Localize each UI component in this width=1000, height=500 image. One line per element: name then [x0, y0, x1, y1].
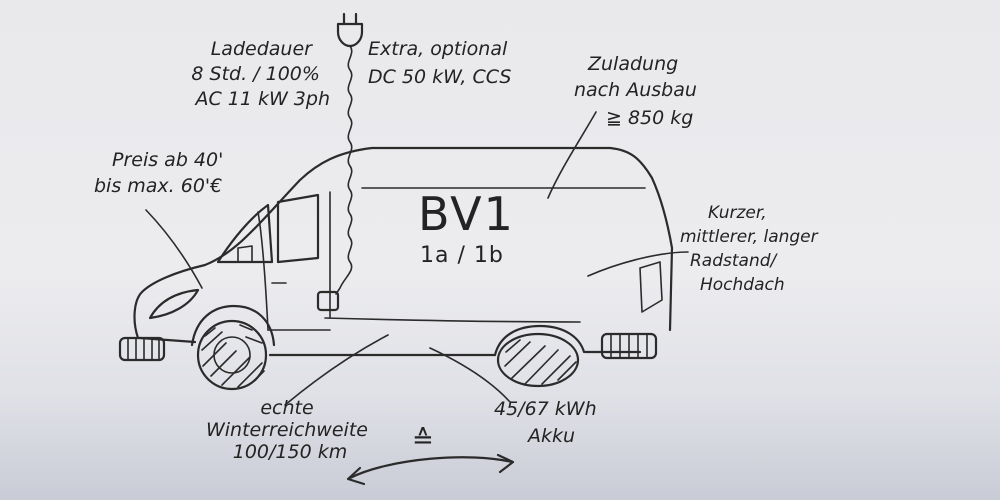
akku-label: 45/67 kWh Akku — [494, 398, 603, 447]
side-window — [276, 193, 320, 264]
rear-wheel — [493, 324, 586, 388]
windshield — [216, 203, 274, 264]
radstand-label: Kurzer, mittlerer, langer Radstand/ Hoch… — [680, 203, 823, 295]
rear-bumper — [600, 332, 658, 360]
preis-label: Preis ab 40' bis max. 60'€ — [94, 149, 229, 197]
akku-pointer — [429, 347, 511, 403]
reichweite-pointer — [284, 334, 389, 406]
ladedauer-label: Ladedauer 8 Std. / 100% AC 11 kW 3ph — [191, 38, 330, 110]
zuladung-pointer — [547, 111, 597, 199]
headlight — [148, 288, 200, 320]
vehicle-variant: 1a / 1b — [420, 243, 504, 268]
front-wheel — [190, 304, 276, 391]
side-mirror — [237, 245, 253, 263]
plug-icon — [336, 12, 364, 48]
front-bumper — [118, 336, 166, 362]
extra-label: Extra, optional DC 50 kW, CCS — [368, 38, 513, 88]
zuladung-label: Zuladung nach Ausbau ≧ 850 kg — [574, 53, 703, 129]
equivalence-sign: ≙ — [412, 425, 434, 455]
vehicle-name: BV1 — [418, 187, 515, 241]
radstand-pointer — [587, 251, 689, 277]
charging-port — [316, 290, 340, 312]
van-body — [133, 146, 674, 357]
double-arrow — [346, 453, 515, 486]
preis-pointer — [145, 209, 203, 289]
reichweite-label: echte Winterreichweite 100/150 km — [206, 397, 374, 463]
charging-cable — [335, 45, 353, 295]
